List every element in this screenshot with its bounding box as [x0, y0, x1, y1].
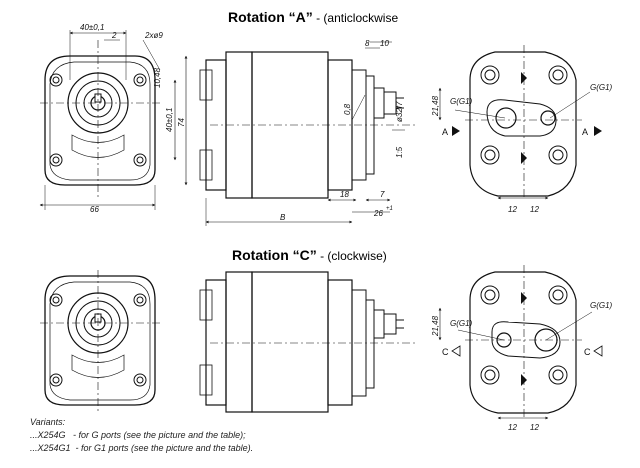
dim-18: 18	[340, 190, 349, 199]
dim-2x9: 2xø9	[144, 31, 163, 40]
dim-12-left: 12	[508, 205, 517, 214]
rotation-label-c-right: C	[584, 347, 591, 357]
rear-view-c	[438, 265, 593, 420]
variants-note: Variants: ...X254G - for G ports (see th…	[30, 416, 253, 455]
rotation-label-a-right: A	[582, 127, 588, 137]
rear-view-a	[438, 45, 591, 200]
side-view-a	[199, 41, 415, 226]
rear-view-c-labels: 21,48 G(G1) G(G1) 12 12 C C	[431, 301, 613, 432]
dim-10-48: 10,48	[153, 67, 162, 88]
dim-32f7: ø32f7	[395, 101, 404, 122]
dim-26-tol: +1	[386, 206, 393, 212]
port-g-g1-right-c: G(G1)	[590, 301, 613, 310]
rotation-label-a-left: A	[442, 127, 448, 137]
dim-2: 2	[111, 31, 117, 40]
dim-8: 8	[365, 39, 370, 48]
title-rotation-c: Rotation “C” - (clockwise)	[232, 247, 387, 263]
dim-7: 7	[380, 190, 385, 199]
dim-66: 66	[90, 205, 99, 214]
variant-g: ...X254G - for G ports (see the picture …	[30, 430, 246, 440]
dim-b: B	[280, 213, 286, 222]
rear-view-a-labels: 21,48 G(G1) G(G1) 12 12 A A	[431, 83, 613, 214]
dim-40: 40±0,1	[80, 23, 104, 32]
rear-view-a-arrows	[452, 72, 602, 164]
side-view-c	[199, 271, 415, 413]
front-view-a-labels: 40±0,1 2 2xø9 10,48 40±0,1 74 66	[80, 23, 186, 214]
dim-74: 74	[177, 118, 186, 127]
front-view-c	[40, 270, 160, 412]
variants-heading: Variants:	[30, 417, 66, 427]
port-g-g1-right: G(G1)	[590, 83, 613, 92]
rotation-label-c-left: C	[442, 347, 449, 357]
side-view-a-labels: 8 10 0,8 ø32f7 1:5 18 7 B 26 +1	[280, 39, 404, 222]
dim-0-8: 0,8	[343, 103, 352, 115]
front-view-a	[39, 30, 188, 210]
dim-12-right: 12	[530, 205, 539, 214]
title-rotation-a: Rotation “A” - (anticlockwise	[228, 9, 398, 25]
dim-21-48-c: 21,48	[431, 315, 440, 337]
dim-12-left-c: 12	[508, 423, 517, 432]
dim-26: 26	[373, 209, 383, 218]
port-g-g1-left-c: G(G1)	[450, 319, 473, 328]
dim-21-48: 21,48	[431, 95, 440, 117]
dim-1-5: 1:5	[395, 146, 404, 158]
rear-view-c-arrows	[521, 292, 527, 386]
dim-12-right-c: 12	[530, 423, 539, 432]
dim-10: 10	[380, 39, 389, 48]
port-g-g1-left: G(G1)	[450, 97, 473, 106]
rear-view-c-open-arrows	[451, 345, 603, 357]
dim-40-vert: 40±0,1	[165, 108, 174, 132]
variant-g1: ...X254G1 - for G1 ports (see the pictur…	[30, 443, 254, 453]
